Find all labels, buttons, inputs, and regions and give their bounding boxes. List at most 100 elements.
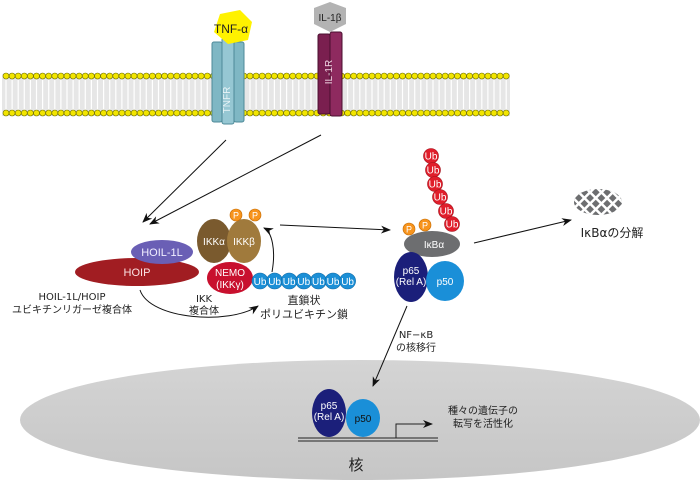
lipid-head — [94, 72, 101, 80]
lipid-head — [191, 109, 199, 117]
lipid-head — [161, 72, 168, 80]
p50-cytoplasm — [426, 261, 464, 301]
lipid-head — [307, 109, 315, 117]
nucleus-label: 核 — [348, 456, 363, 474]
lipid-head — [344, 72, 351, 80]
lipid-head — [264, 109, 272, 117]
lipid-head — [204, 109, 211, 117]
ubiquitin-label: Ub — [283, 277, 296, 288]
lipid-head — [466, 109, 473, 117]
lipid-head — [252, 109, 260, 117]
lipid-head — [75, 109, 83, 117]
linear-ub-caption-line1: 直鎖状 — [288, 293, 321, 307]
lipid-head — [460, 109, 467, 117]
ubiquitin-label: Ub — [427, 166, 440, 177]
lipid-head — [301, 72, 309, 80]
lipid-head — [362, 72, 370, 80]
transcription-label-line1: 種々の遺伝子の — [448, 404, 518, 417]
lipid-head — [82, 109, 89, 117]
ubiquitin-label: Ub — [429, 180, 442, 191]
arrow-return-to-ikk — [263, 227, 275, 273]
lipid-head — [149, 109, 156, 117]
lipid-head — [204, 72, 211, 80]
nemo-label-line2: (IKKγ) — [216, 280, 244, 291]
lipid-head — [380, 72, 388, 80]
lipid-head — [252, 72, 260, 80]
ikk-caption-line2: 複合体 — [189, 304, 219, 317]
lubac-caption-line2: ユビキチンリガーゼ複合体 — [12, 303, 132, 316]
arrow-ikk-to-ikba — [279, 224, 391, 234]
lipid-head — [441, 72, 449, 80]
lipid-head — [356, 72, 364, 80]
lipid-head — [350, 109, 358, 117]
lipid-head — [283, 109, 290, 117]
nemo-label-line1: NEMO — [215, 268, 245, 279]
lipid-head — [118, 109, 126, 117]
lipid-head — [258, 109, 266, 117]
lipid-head — [173, 109, 181, 117]
lubac-caption-line1: HOIL-1L/HOIP — [38, 292, 105, 303]
lipid-head — [14, 109, 22, 117]
lipid-head — [33, 72, 40, 80]
lipid-head — [69, 72, 77, 80]
lipid-head — [484, 109, 492, 117]
p65-nucleus — [312, 389, 346, 437]
lipid-head — [271, 109, 278, 117]
il1r-label: IL-1R — [324, 60, 335, 84]
hoil-1l-label: HOIL-1L — [141, 247, 183, 259]
lipid-head — [423, 72, 431, 80]
ubiquitin-icon — [432, 189, 448, 205]
lipid-head — [143, 72, 150, 80]
translocation-label-line1: NF−κB — [399, 330, 434, 341]
p65-nucleus-label: p65 — [321, 401, 338, 412]
lipid-head — [100, 72, 107, 80]
lipid-head — [112, 109, 120, 117]
lipid-head — [295, 109, 303, 117]
lipid-head — [472, 72, 480, 80]
lipid-head — [405, 72, 412, 80]
ubiquitin-label: Ub — [446, 220, 459, 231]
lipid-head — [374, 72, 382, 80]
lipid-head — [429, 72, 437, 80]
phosphate-label: P — [406, 225, 412, 235]
lipid-head — [246, 109, 254, 117]
lipid-head — [45, 109, 53, 117]
il1r-receptor — [317, 31, 343, 117]
linear-ub-caption-line2: ポリユビキチン鎖 — [260, 307, 348, 321]
lipid-head — [307, 72, 315, 80]
lipid-head — [106, 72, 113, 80]
lipid-head — [136, 72, 144, 80]
lipid-head — [490, 72, 498, 80]
lipid-head — [112, 72, 120, 80]
lipid-head — [264, 72, 272, 80]
phosphate-label: P — [252, 211, 258, 221]
lipid-head — [33, 109, 40, 117]
lipid-head — [88, 72, 95, 80]
lipid-head — [161, 109, 168, 117]
lipid-head — [429, 109, 437, 117]
p65-cytoplasm — [394, 252, 428, 302]
ikk-beta — [227, 219, 261, 263]
ubiquitin-label: Ub — [254, 277, 267, 288]
lipid-head — [155, 109, 162, 117]
lipid-head — [399, 109, 406, 117]
cell-membrane — [2, 72, 510, 117]
ikk-alpha-label: IKKα — [203, 237, 225, 248]
lipid-head — [277, 109, 284, 117]
lipid-head — [393, 72, 400, 80]
degraded-ikba-hatch — [574, 189, 622, 215]
lipid-head — [57, 72, 65, 80]
lipid-head — [136, 109, 144, 117]
phosphate-label: P — [422, 221, 428, 231]
ikk-beta-label: IKKβ — [233, 237, 255, 248]
lipid-head — [447, 109, 455, 117]
lipid-head — [20, 72, 28, 80]
lipid-head — [386, 72, 394, 80]
arrow-nuclear-translocation — [372, 305, 408, 387]
lipid-head — [167, 72, 174, 80]
ubiquitin-icon — [438, 203, 454, 219]
lipid-head — [143, 109, 150, 117]
lipid-head — [454, 72, 461, 80]
